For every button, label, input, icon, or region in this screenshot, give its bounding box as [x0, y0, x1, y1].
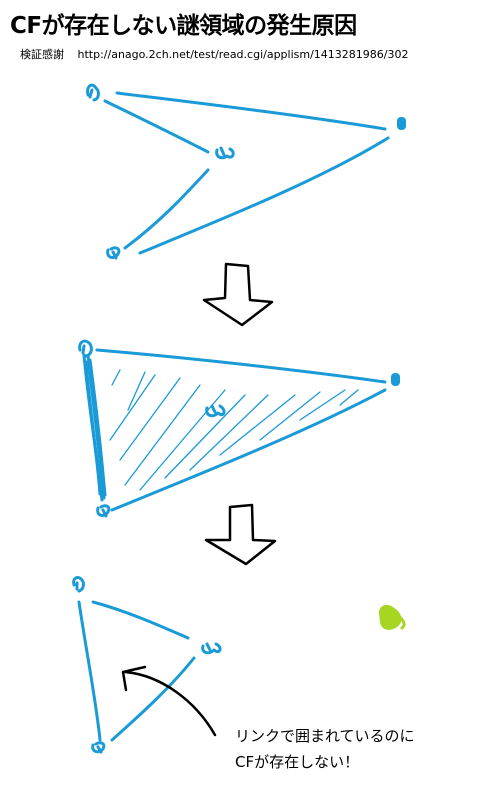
portal-icon [201, 642, 222, 655]
panel-3-links [77, 600, 196, 742]
portal-icon [215, 146, 235, 160]
credit-line: 検証感謝 http://anago.2ch.net/test/read.cgi/… [20, 46, 409, 62]
link-top-to-right [91, 600, 190, 640]
link-right-to-bottom [138, 136, 390, 255]
link-right-to-bottom [110, 656, 196, 742]
unlinked-portal-icon [378, 604, 406, 630]
panel-1-portals [86, 83, 235, 260]
note-line-2: CFが存在しない！ [235, 753, 360, 771]
portal-icon [86, 83, 100, 102]
panel-2-hatching [109, 369, 359, 491]
portal-icon [397, 117, 406, 130]
portal-icon [72, 576, 85, 593]
link-top-to-bottom [77, 600, 102, 742]
down-arrow-icon [202, 262, 274, 327]
link-top-to-right [115, 91, 387, 131]
link-top-to-right [95, 348, 387, 384]
credit-url: http://anago.2ch.net/test/read.cgi/appli… [77, 48, 409, 61]
portal-icon [78, 339, 93, 358]
panel-2-portals [78, 339, 226, 518]
pointer-arrow-icon [123, 670, 217, 737]
down-arrow-icon [204, 503, 277, 566]
portal-icon [96, 504, 111, 518]
explanation-note: リンクで囲まれているのに CFが存在しない！ [235, 723, 415, 775]
link-top-to-middle [103, 99, 210, 154]
portal-icon [205, 404, 226, 418]
link-middle-to-bottom [123, 168, 210, 250]
portal-icon [106, 246, 121, 260]
portal-icon [391, 373, 400, 386]
panel-2-links [82, 348, 387, 512]
link-right-to-bottom [110, 388, 387, 512]
panel-3-portals [72, 576, 222, 754]
note-line-1: リンクで囲まれているのに [235, 727, 415, 745]
page-title: CFが存在しない謎領域の発生原因 [10, 13, 357, 39]
portal-icon [91, 741, 106, 754]
panel-1-links [103, 91, 390, 255]
credit-label: 検証感謝 [20, 48, 64, 61]
